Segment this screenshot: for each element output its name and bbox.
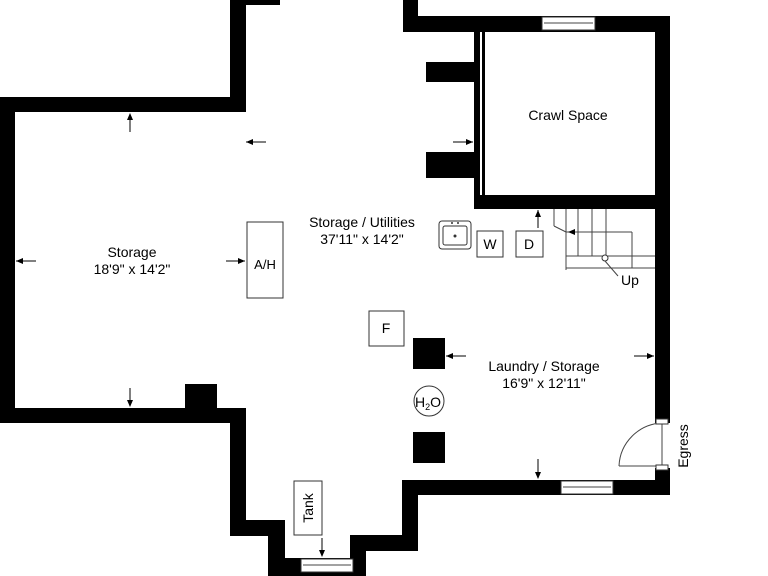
- washer-label: W: [483, 236, 497, 252]
- fixtures: A/H W D F H2O Tank: [246, 220, 544, 536]
- dryer: [515, 230, 544, 258]
- stairs-up-label: Up: [621, 272, 639, 288]
- room-size-storage: 18'9" x 14'2": [94, 261, 171, 277]
- walls: [0, 0, 670, 576]
- room-labels: Storage 18'9" x 14'2" Storage / Utilitie…: [94, 107, 691, 468]
- room-size-storage-utilities: 37'11" x 14'2": [320, 231, 404, 247]
- furnace-label: F: [382, 320, 391, 336]
- windows: [300, 16, 614, 573]
- water-heater-label: H2O: [415, 394, 441, 412]
- stairs: [553, 209, 655, 277]
- egress-label: Egress: [675, 424, 691, 468]
- air-handler-label: A/H: [254, 257, 276, 272]
- room-size-laundry-storage: 16'9" x 12'11": [502, 375, 586, 391]
- room-name-storage-utilities: Storage / Utilities: [309, 214, 415, 230]
- furnace: [368, 310, 405, 347]
- egress-door: [618, 418, 669, 471]
- tank: [293, 480, 323, 536]
- tank-label: Tank: [300, 492, 316, 523]
- room-name-storage: Storage: [107, 244, 156, 260]
- dimension-arrows: [16, 113, 654, 557]
- dryer-label: D: [524, 236, 534, 252]
- air-handler: [246, 221, 284, 299]
- water-heater: [413, 385, 445, 417]
- washer: [476, 230, 504, 258]
- room-name-laundry-storage: Laundry / Storage: [488, 358, 600, 374]
- room-name-crawl-space: Crawl Space: [528, 107, 608, 123]
